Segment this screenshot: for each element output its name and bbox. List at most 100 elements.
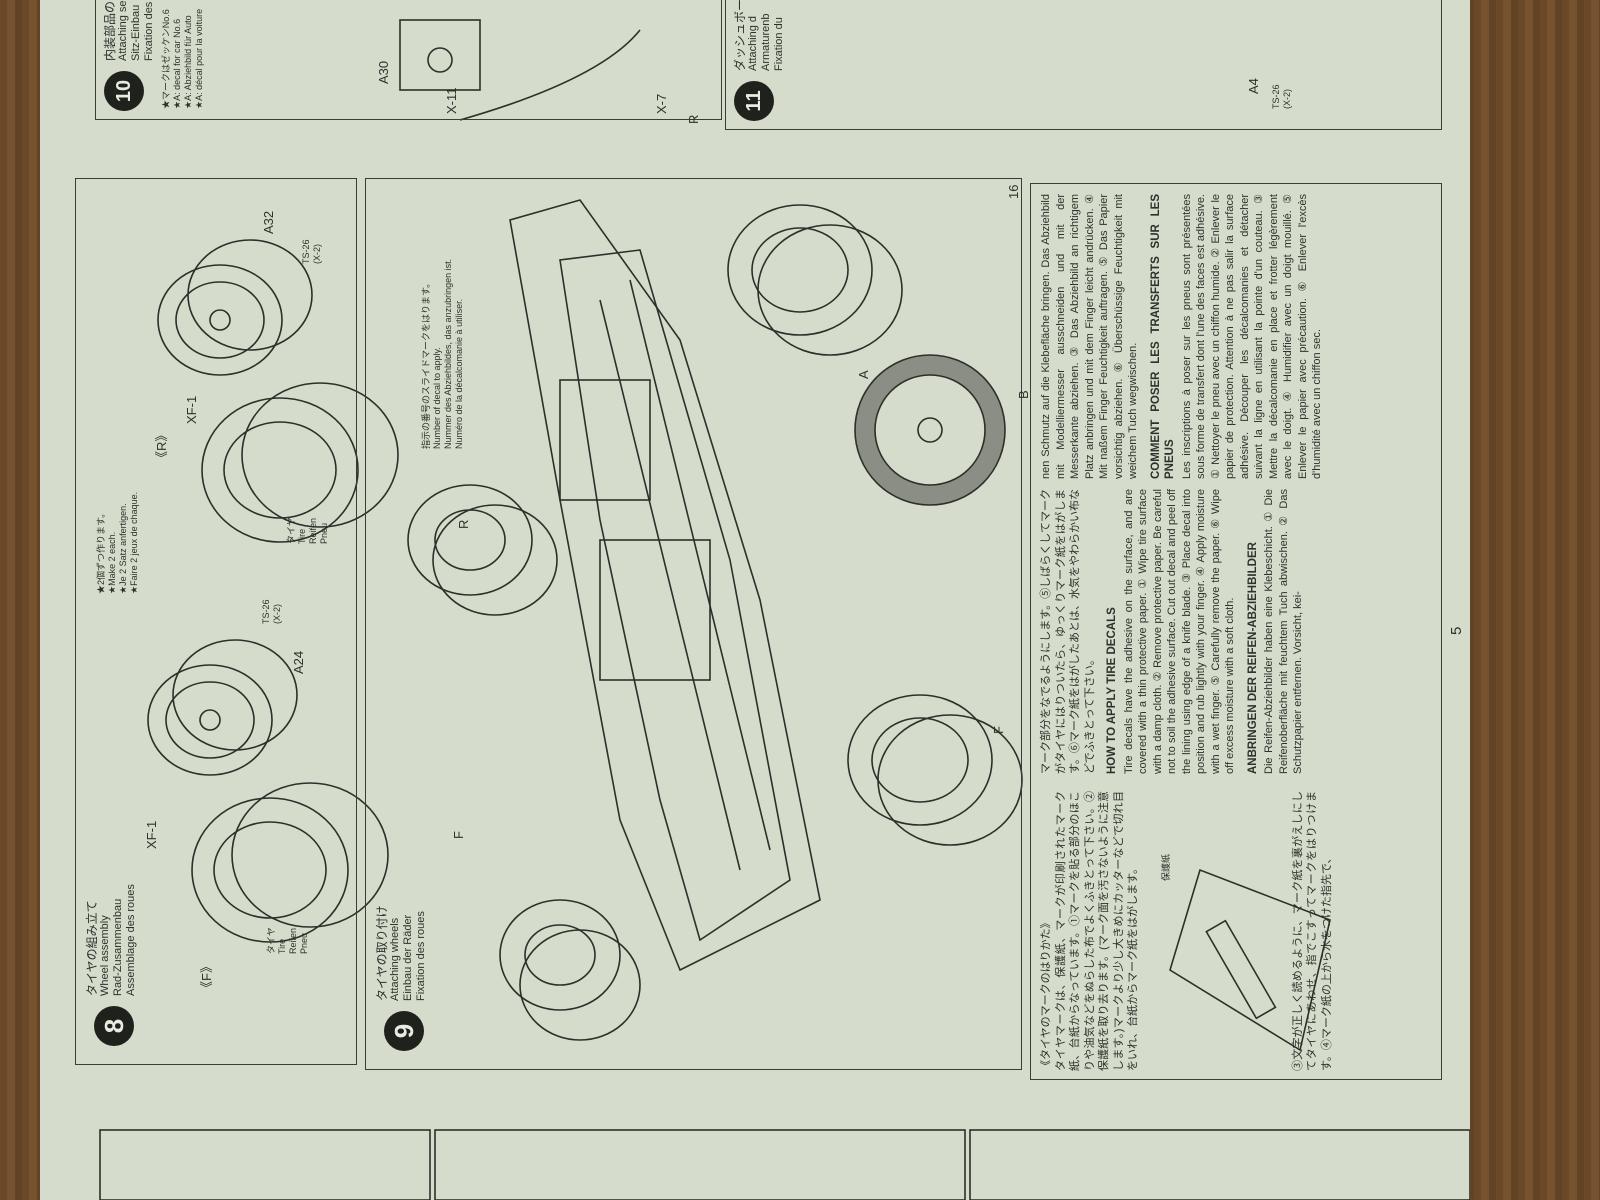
tire-decal-instructions-panel: 《タイヤのマークのはりかた》 タイヤマークは、保護紙、マークが印刷されたマーク紙…	[1030, 183, 1442, 1080]
next-page-panel	[99, 1129, 431, 1200]
next-page-panel	[434, 1129, 966, 1200]
rear-label: R	[686, 114, 701, 124]
paint-label: TS-26(X-2)	[301, 239, 323, 264]
title-jp: タイヤの組み立て	[85, 900, 99, 996]
rear-right-wheel	[727, 204, 903, 356]
paint-code-alt: (X-2)	[312, 244, 322, 264]
paint-code: TS-26	[301, 239, 311, 264]
rear-left-wheel	[407, 484, 558, 616]
note: ★2個ずつ作ります。	[96, 508, 106, 594]
step-10-panel: 10 内装部品の Attaching se Sitz-Einbau Fixati…	[95, 0, 722, 120]
decal-a-label: A	[856, 370, 871, 379]
paint-label: X-7	[654, 93, 669, 114]
step-11-panel: 11 ダッシュボー Attaching d Armaturenb Fixatio…	[725, 0, 1442, 130]
step-title: 内装部品の Attaching se Sitz-Einbau Fixation …	[103, 0, 156, 61]
page-number: 5	[1448, 626, 1465, 635]
paint-label: TS-26(X-2)	[261, 599, 283, 624]
title-jp: ダッシュボー	[733, 0, 747, 71]
front-label: 《F》	[199, 960, 214, 994]
title-en: Attaching wheels	[389, 917, 401, 1001]
note: ★Faire 2 jeux de chaque.	[129, 491, 139, 594]
front-right-wheel	[847, 694, 1023, 846]
decal-b-label: B	[1016, 390, 1031, 399]
paint-label: XF-1	[184, 395, 199, 424]
note: ★Make 2 each.	[107, 531, 117, 594]
step-number: 10	[104, 71, 144, 111]
fr-heading: COMMENT POSER LES TRANSFERTS SUR LES PNE…	[1149, 194, 1177, 479]
title-jp: 内装部品の	[103, 0, 117, 61]
tire-label-fr: Pneu	[299, 932, 309, 954]
note: Numéro de la décalcomanie à utiliser.	[454, 298, 464, 449]
title-en: Wheel assembly	[99, 915, 111, 996]
tire-label-jp: タイヤ	[266, 927, 276, 954]
rear-wheel-rim	[157, 239, 313, 376]
rear-tire	[201, 382, 399, 543]
tire-label-de: Reifen	[288, 927, 298, 954]
car-chassis	[509, 199, 821, 972]
step-notes: ★2個ずつ作ります。 ★Make 2 each. ★Je 2 Satz anfe…	[96, 492, 140, 594]
note: Number of decal to apply.	[432, 347, 442, 449]
front-label: F	[991, 726, 1006, 734]
step-notes: ★マークはゼッケンNo.6 ★A: decal for car No.6 ★A:…	[161, 9, 205, 109]
title-en: Attaching se	[117, 0, 129, 61]
de-paragraph: Die Reifen-Abziehbilder haben eine Klebe…	[1263, 489, 1304, 774]
note: 指示の番号のスライドマークをはります。	[421, 278, 431, 449]
seat-part-drawing	[399, 19, 641, 121]
paint-label: XF-1	[144, 820, 159, 849]
instructions-column-2: マーク部分をなでるようにします。⑤しばらくしてマークがタイヤにはりついたら、ゆっ…	[1039, 489, 1306, 774]
paint-code: TS-26	[261, 599, 271, 624]
protective-paper-label: 保護紙	[1160, 853, 1171, 881]
step-title: ダッシュボー Attaching d Armaturenb Fixation d…	[733, 0, 786, 71]
jp-paragraph: タイヤマークは、保護紙、マークが印刷されたマーク紙、台紙からなっています。①マー…	[1054, 791, 1140, 1071]
front-label: F	[451, 831, 466, 839]
en-heading: HOW TO APPLY TIRE DECALS	[1106, 607, 1118, 774]
decal-number-label: 16	[1006, 184, 1021, 199]
paint-code-alt: (X-2)	[272, 604, 282, 624]
part-label: A30	[376, 60, 391, 84]
tire-label-jp: タイヤ	[286, 517, 296, 544]
step-number: 11	[734, 81, 774, 121]
front-left-wheel	[499, 899, 641, 1041]
note: ★A: décal pour la voiture	[194, 8, 204, 109]
step-8-panel: 8 タイヤの組み立て Wheel assembly Rad-Zusammenba…	[75, 178, 357, 1065]
de-paragraph: nen Schmutz auf die Klebefläche bringen.…	[1040, 194, 1139, 479]
title-fr: Fixation des	[143, 1, 155, 61]
jp-paragraph: ③文字が正しく読めるように、マーク紙を裏がえしにしてタイヤにあわせ、指でこすって…	[1291, 791, 1333, 1071]
decal-tire-illustration	[854, 354, 1006, 506]
assembly-drawings	[99, 19, 1470, 1200]
paint-code-alt: (X-2)	[1282, 89, 1292, 109]
decal-note: 指示の番号のスライドマークをはります。 Number of decal to a…	[421, 259, 465, 449]
next-page-panel	[969, 1129, 1470, 1200]
instruction-sheet-page: 10 内装部品の Attaching se Sitz-Einbau Fixati…	[40, 0, 1470, 1200]
en-paragraph: Tire decals have the adhesive on the sur…	[1122, 489, 1237, 774]
title-de: Einbau der Räder	[402, 914, 414, 1001]
step-title: タイヤの組み立て Wheel assembly Rad-Zusammenbau …	[85, 884, 138, 996]
part-label: A32	[261, 210, 276, 234]
note: ★A: decal for car No.6	[172, 18, 182, 109]
illustration-space: 保護紙	[1141, 791, 1291, 1071]
jp-paragraph: マーク部分をなでるようにします。⑤しばらくしてマークがタイヤにはりついたら、ゆっ…	[1040, 489, 1096, 774]
rear-label: 《R》	[154, 428, 169, 464]
front-tire	[191, 782, 389, 943]
title-de: Rad-Zusammenbau	[112, 898, 124, 996]
paint-code: TS-26	[1271, 84, 1281, 109]
de-heading: ANBRINGEN DER REIFEN-ABZIEHBILDER	[1246, 542, 1259, 774]
title-fr: Assemblage des roues	[125, 884, 137, 996]
step-number: 8	[94, 1006, 134, 1046]
tire-label-de: Reifen	[308, 517, 318, 544]
step-9-panel: 9 タイヤの取り付け Attaching wheels Einbau der R…	[365, 115, 1031, 1070]
step-number: 9	[384, 1011, 424, 1051]
rear-label: R	[456, 519, 471, 529]
title-fr: Fixation des roues	[415, 911, 427, 1001]
title-en: Attaching d	[747, 15, 759, 71]
fr-paragraph: Les inscriptions à poser sur les pneus s…	[1180, 194, 1324, 479]
step-title: タイヤの取り付け Attaching wheels Einbau der Räd…	[375, 905, 428, 1001]
note: Nummer des Abziehbildes, das anzubringen…	[443, 258, 453, 449]
paint-label: TS-26(X-2)	[1271, 84, 1293, 109]
title-jp: タイヤの取り付け	[375, 905, 389, 1001]
note: ★A: Abziehbild für Auto	[183, 15, 193, 109]
jp-title: 《タイヤのマークのはりかた》	[1040, 917, 1052, 1071]
title-fr: Fixation du	[773, 17, 785, 71]
instructions-column-3: nen Schmutz auf die Klebefläche bringen.…	[1039, 194, 1325, 479]
